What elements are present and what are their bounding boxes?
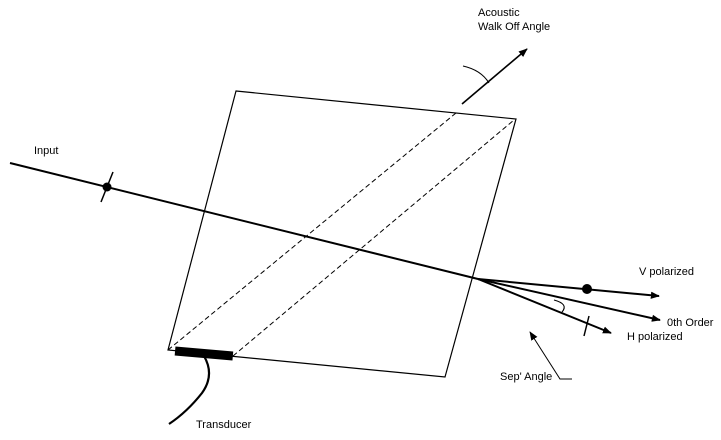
h-polarization-tick [583,315,590,337]
acoustic-walk-off-label-line1: Acoustic [478,7,520,19]
zeroth-order-label: 0th Order [667,317,714,329]
acoustic-walk-off-label-line2: Walk Off Angle [478,21,551,33]
h-polarized-beam [477,278,612,334]
sep-angle-label: Sep' Angle [500,371,553,383]
sep-angle-leader [529,331,572,380]
crystal-outline [167,90,517,378]
walk-off-arrow [461,48,528,105]
walk-off-angle-arc [462,65,490,84]
input-beam [9,162,479,280]
v-polarized-label: V polarized [639,266,695,278]
sep-angle-arc [553,299,565,313]
transducer-label: Transducer [196,419,252,431]
transducer-cable [168,355,211,425]
h-polarized-label: H polarized [627,331,683,343]
acoustic-beam-upper [167,112,457,351]
input-polarization-tick [100,171,114,203]
v-polarization-dot [582,284,592,294]
input-label: Input [34,145,59,157]
zeroth-order-beam [477,278,661,322]
acoustic-beam-lower [232,119,515,357]
transducer-block [174,346,234,361]
v-polarized-beam [477,278,660,299]
